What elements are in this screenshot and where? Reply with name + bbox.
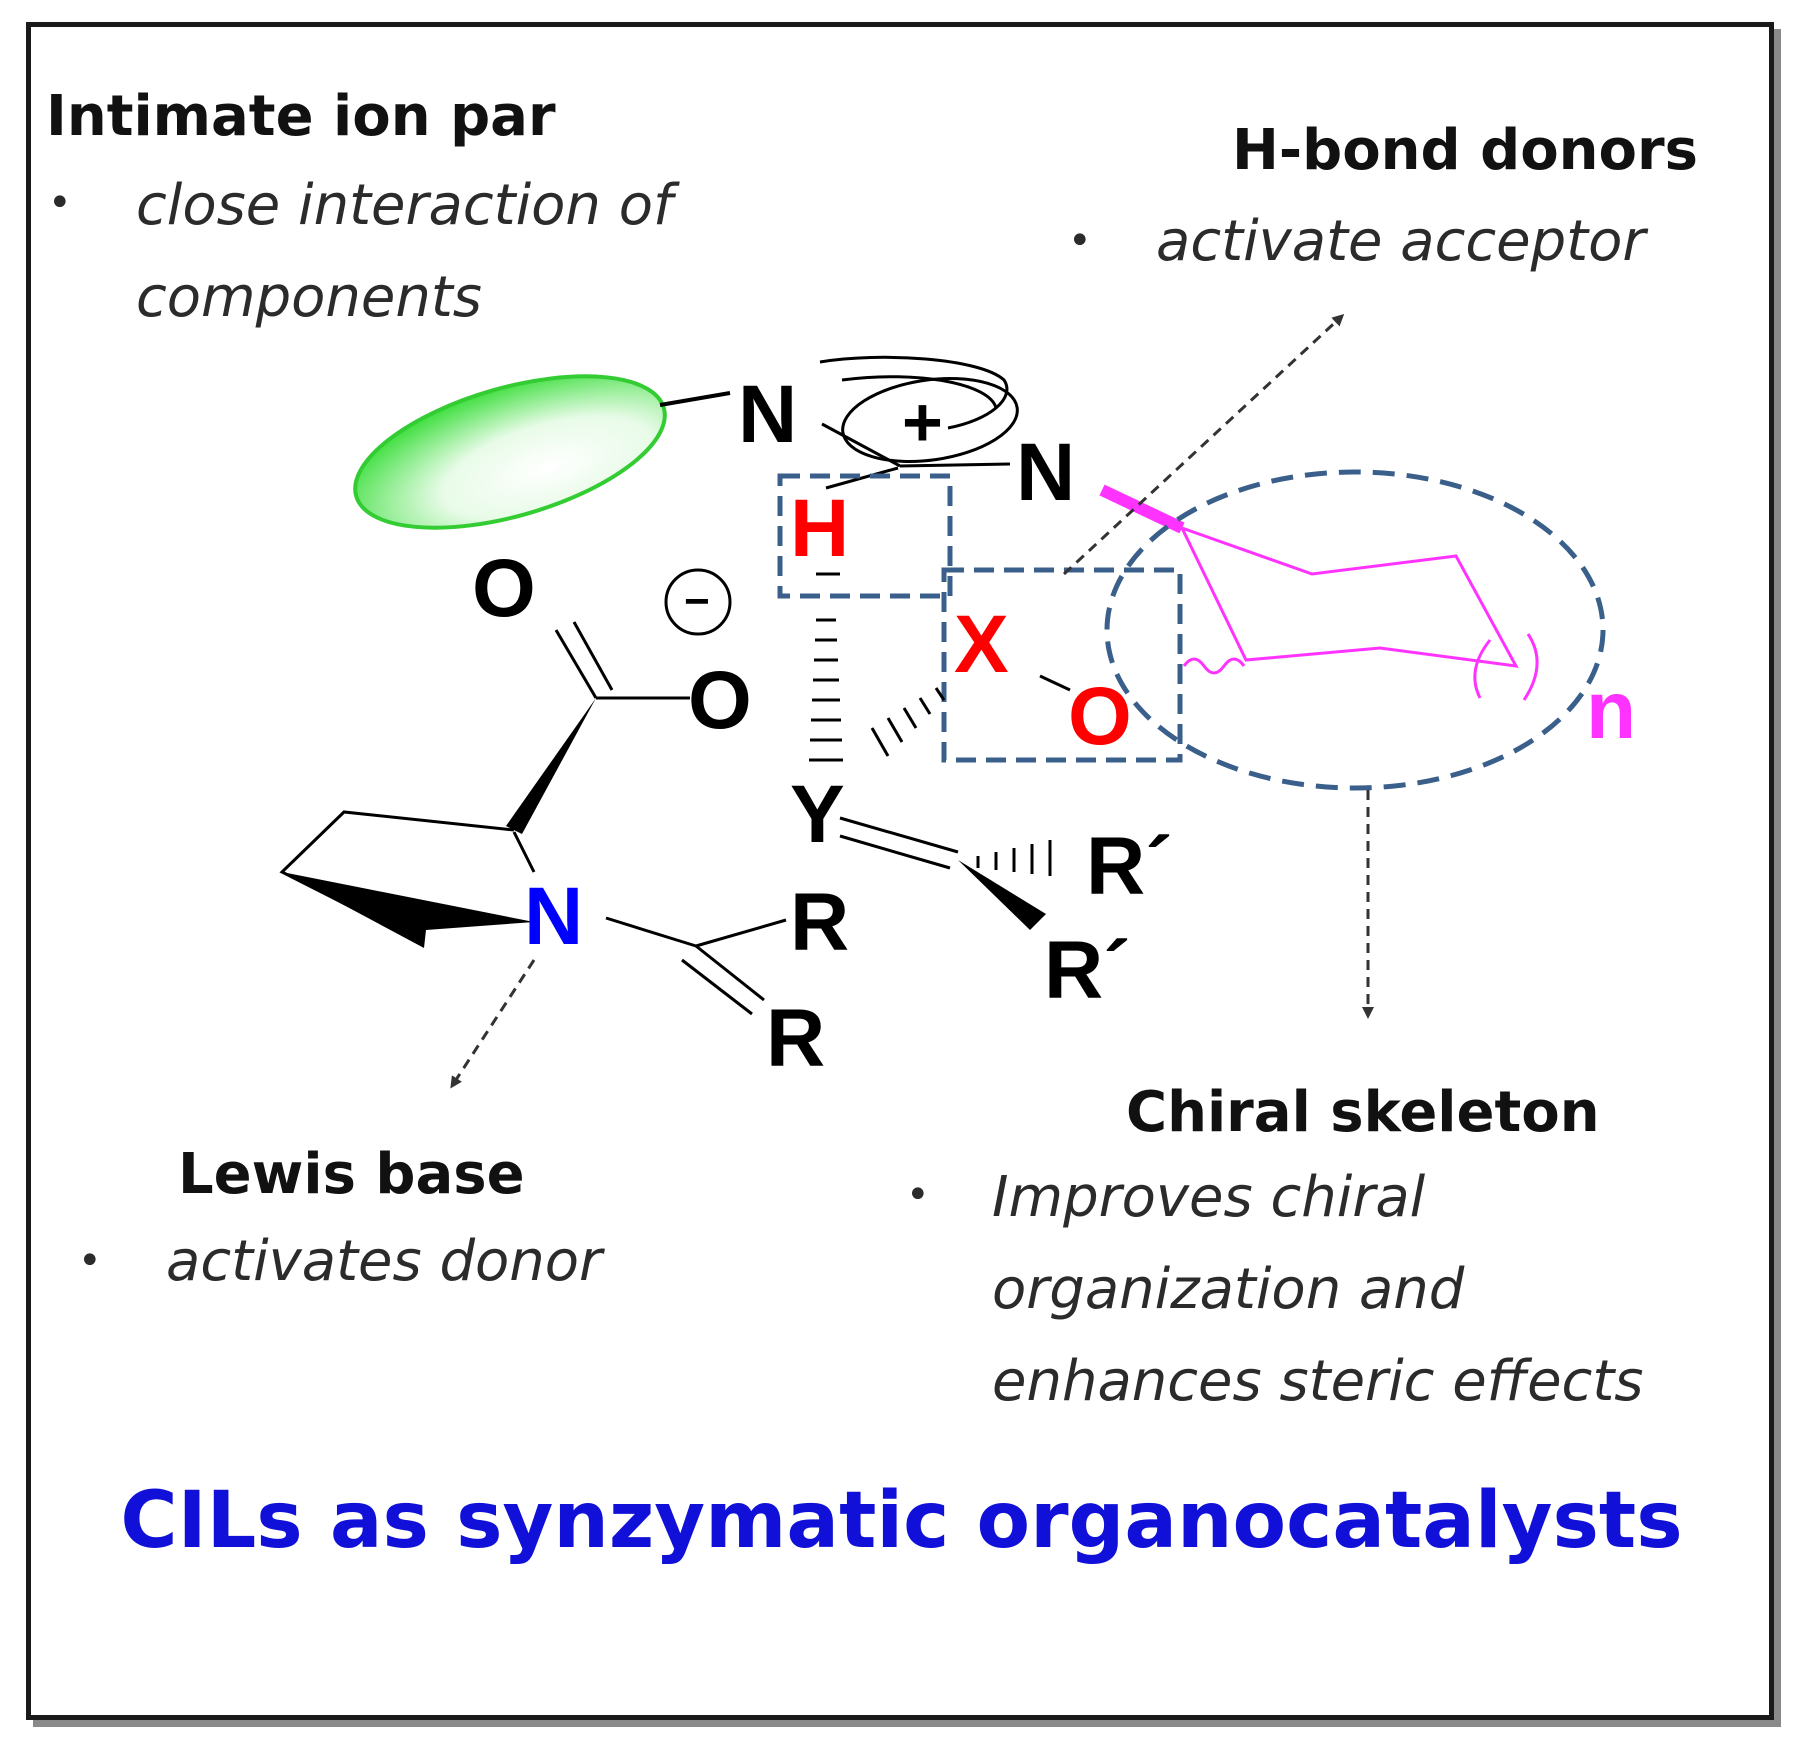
ion-pair-title: Intimate ion par xyxy=(46,84,556,149)
atom-minus: − xyxy=(684,577,710,626)
lewis-note: activates donor xyxy=(166,1229,603,1294)
bond-carbonyl-1 xyxy=(554,629,598,699)
hashed-bond-h-y xyxy=(809,618,843,762)
ring-bond-lower xyxy=(821,422,1011,468)
chiral-ring xyxy=(1180,526,1519,668)
hashed-bond-c-rprime xyxy=(976,840,1052,876)
atom-plus: + xyxy=(902,383,943,461)
chiral-paren-left xyxy=(1473,639,1492,699)
figure-frame xyxy=(26,22,1774,1720)
atom-y: Y xyxy=(790,769,845,860)
bond-y-c-2 xyxy=(839,834,951,870)
hbond-title: H-bond donors xyxy=(1232,118,1698,183)
bond-c-r-lower-2 xyxy=(681,958,753,1016)
chiral-bond-bold xyxy=(1099,484,1185,534)
atom-r-prime-2: R´ xyxy=(1044,925,1131,1016)
atom-r2: R xyxy=(766,993,825,1084)
ring-bond-to-h xyxy=(825,466,899,490)
negative-charge-circle xyxy=(664,568,732,636)
bond-ring-n xyxy=(512,831,536,873)
atom-o-carbonyl: O xyxy=(472,543,536,634)
chiral-note-line3: enhances steric effects xyxy=(992,1349,1644,1414)
xo-dashed-box xyxy=(941,567,1183,763)
atom-n-right: N xyxy=(1016,427,1075,518)
ion-pair-note-line2: components xyxy=(136,265,482,330)
bond-c-r-lower-1 xyxy=(695,944,765,1002)
ion-pair-bullet: • xyxy=(48,180,72,226)
positive-charge-ring xyxy=(841,377,1019,463)
hbond-bullet: • xyxy=(1068,218,1092,264)
hashed-bond-x-y xyxy=(870,687,946,757)
chiral-dashed-ellipse xyxy=(1104,469,1606,791)
wedge-bond-proline xyxy=(282,872,534,948)
arrow-to-lewis xyxy=(450,959,536,1089)
atom-r-prime-1: R´ xyxy=(1086,821,1173,912)
bond-carbonyl-2 xyxy=(572,621,614,691)
wedge-bond-c-rprime xyxy=(958,860,1046,930)
hbond-note: activate acceptor xyxy=(1156,209,1646,274)
wedge-bond-carboxyl xyxy=(506,698,596,834)
chiral-note-line2: organization and xyxy=(992,1257,1465,1322)
chiral-paren-right xyxy=(1522,633,1539,701)
atom-n-blue: N xyxy=(524,871,583,962)
lewis-bullet: • xyxy=(78,1238,102,1284)
bond-n-c xyxy=(605,916,697,948)
chiral-wavy-bond xyxy=(1182,657,1246,675)
chiral-title: Chiral skeleton xyxy=(1126,1080,1600,1145)
bond-x-o xyxy=(1039,674,1071,692)
bond-y-c-1 xyxy=(839,816,959,854)
ion-pair-note-line1: close interaction of xyxy=(136,173,673,238)
arrow-to-hbond xyxy=(1062,313,1345,576)
atom-o-carboxylate: O xyxy=(688,655,752,746)
atom-o-red: O xyxy=(1068,671,1132,762)
atom-x: X xyxy=(954,599,1009,690)
bond-c-r-upper xyxy=(695,918,787,948)
atom-n-top: N xyxy=(738,369,797,460)
imidazolium-ring-outline xyxy=(819,355,1009,430)
lewis-title: Lewis base xyxy=(178,1142,525,1207)
chiral-note-line1: Improves chiral xyxy=(992,1165,1426,1230)
atom-h: H xyxy=(790,483,849,574)
atom-r1: R xyxy=(790,877,849,968)
bond-green-n xyxy=(659,391,731,407)
atom-n-index: n xyxy=(1586,665,1636,756)
h-dashed-box xyxy=(777,473,953,599)
footer-title: CILs as synzymatic organocatalysts xyxy=(120,1476,1683,1566)
green-substituent xyxy=(353,374,667,530)
chiral-bullet: • xyxy=(906,1172,930,1218)
